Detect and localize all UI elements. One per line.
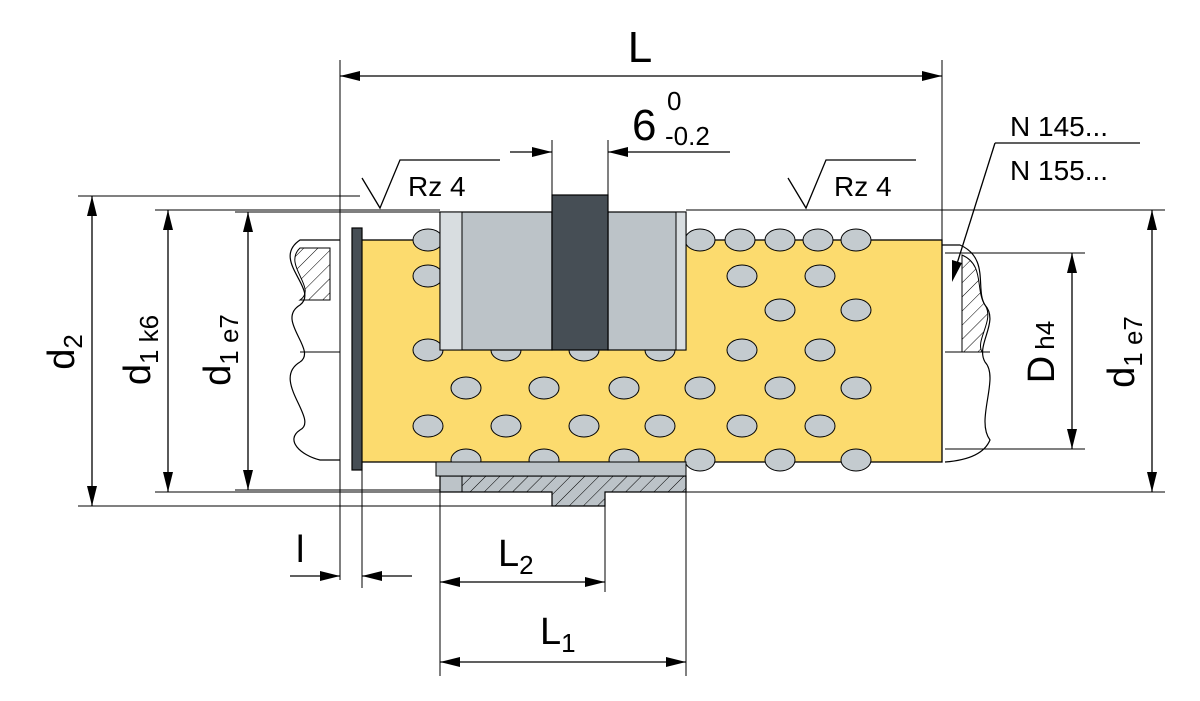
sleeve-lower-section: [435, 461, 687, 507]
ball: [684, 228, 716, 252]
label-D-h4: D: [1021, 356, 1063, 383]
ball: [804, 264, 836, 288]
label-l: l: [296, 529, 304, 571]
ball: [804, 338, 836, 362]
label-d1-e7-right-sub: 1 e7: [1118, 316, 1148, 367]
svg-text:L2: L2: [498, 533, 534, 580]
shaft-left-break: [289, 239, 340, 363]
label-L1: L: [540, 611, 561, 653]
label-part-b: N 155...: [1010, 155, 1108, 186]
dimension-lines: [78, 60, 1165, 676]
label-L2: L: [498, 533, 519, 575]
label-d2-sub: 2: [58, 334, 88, 348]
label-tol-upper: 0: [667, 86, 681, 116]
label-D-h4-sub: h4: [1030, 321, 1060, 350]
ball: [412, 228, 444, 252]
label-d1-k6-sub: 1 k6: [134, 315, 164, 364]
label-d1-e7-left: d: [197, 365, 239, 386]
ball: [412, 414, 444, 438]
ball: [764, 228, 796, 252]
svg-text:Dh4: Dh4: [1021, 321, 1063, 383]
ball: [726, 264, 758, 288]
shaft-left-hatch: [294, 247, 331, 301]
label-tol-lower: -0.2: [665, 121, 710, 151]
ball: [490, 414, 522, 438]
ball: [684, 376, 716, 400]
ball: [568, 414, 600, 438]
label-rz-left: Rz 4: [408, 171, 466, 202]
label-part-a: N 145...: [1010, 111, 1108, 142]
label-d1-e7-right: d: [1101, 367, 1143, 388]
label-L2-sub: 2: [519, 550, 533, 580]
label-rz-right: Rz 4: [834, 171, 892, 202]
ball: [726, 414, 758, 438]
label-L: L: [628, 23, 652, 72]
ball: [724, 228, 756, 252]
retaining-ring: [551, 194, 609, 351]
ball: [840, 448, 872, 472]
svg-text:L1: L1: [540, 611, 576, 658]
ball: [412, 338, 444, 362]
label-tol-nominal: 6: [632, 101, 656, 150]
ball: [764, 448, 796, 472]
seal-ring: [351, 227, 363, 471]
svg-text:d2: d2: [41, 334, 88, 370]
ball: [450, 376, 482, 400]
label-d2: d: [41, 349, 83, 370]
sleeve-upper: [439, 194, 687, 351]
ball: [802, 228, 834, 252]
ball: [528, 376, 560, 400]
ball: [764, 376, 796, 400]
shaft: [289, 239, 991, 463]
ball: [412, 264, 444, 288]
shaft-right-hatch: [961, 254, 989, 353]
ball: [608, 376, 640, 400]
svg-text:d1 k6: d1 k6: [117, 315, 164, 385]
svg-text:d1 e7: d1 e7: [1101, 316, 1148, 388]
ball: [764, 298, 796, 322]
svg-text:d1 e7: d1 e7: [197, 314, 244, 386]
ball: [644, 414, 676, 438]
ball: [804, 414, 836, 438]
ball: [840, 376, 872, 400]
ball: [726, 338, 758, 362]
label-L1-sub: 1: [561, 628, 575, 658]
ball: [840, 228, 872, 252]
ball: [840, 298, 872, 322]
ball: [684, 448, 716, 472]
labels: L 6 0 -0.2 Rz 4 Rz 4 N 145... N 155... d…: [41, 23, 1148, 658]
label-d1-k6: d: [117, 364, 159, 385]
label-d1-e7-left-sub: 1 e7: [214, 314, 244, 365]
